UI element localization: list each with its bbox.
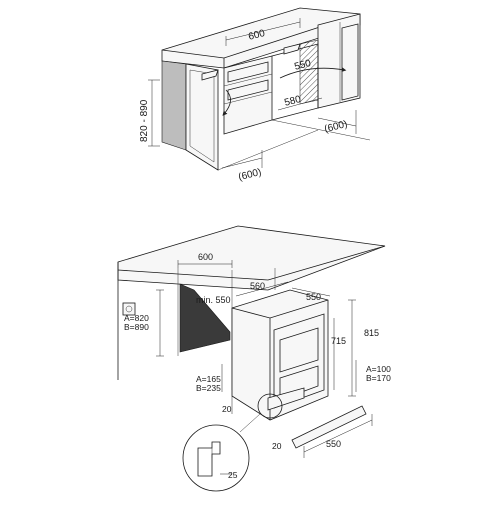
dim-plinth-width-label: 550 bbox=[326, 439, 341, 449]
dim-width-line bbox=[225, 21, 301, 41]
dim-foot-b-label: B=170 bbox=[366, 373, 391, 383]
dim-gap-left-label: 20 bbox=[222, 404, 232, 414]
dim-foot-a-label: A=100 bbox=[366, 364, 391, 374]
dim-depth-left-label: (600) bbox=[237, 167, 262, 183]
dim-detail-gap-label: 25 bbox=[228, 470, 238, 480]
dim-width-label: 600 bbox=[247, 28, 266, 43]
dim-height-815-label: 815 bbox=[364, 328, 379, 338]
plinth-panel bbox=[291, 405, 367, 449]
dim-appliance-width-label: 550 bbox=[306, 292, 321, 302]
hinge-bracket-right bbox=[283, 43, 301, 55]
detail-magnifier bbox=[182, 424, 250, 492]
dim-min-depth-label: min. 550 bbox=[196, 295, 231, 305]
door-swing-arrow-left bbox=[222, 89, 231, 116]
callout-marker bbox=[257, 393, 283, 419]
dim-niche-height-b-label: B=890 bbox=[124, 322, 149, 332]
niche-side-wall bbox=[179, 283, 231, 353]
dim-depth-mid-label: 580 bbox=[283, 94, 302, 109]
niche-back bbox=[299, 39, 319, 105]
kitchen-run-view: 600 550 580 820 - 890 (600) (600) bbox=[139, 7, 371, 183]
left-side-panel bbox=[161, 60, 187, 151]
dim-appliance-depth-label: 560 bbox=[250, 281, 265, 291]
dim-niche-width-label: 600 bbox=[198, 252, 213, 262]
appliance-drawer bbox=[279, 327, 319, 373]
dim-plinth-b-label: B=235 bbox=[196, 383, 221, 393]
dim-gap-bottom-label: 20 bbox=[272, 441, 282, 451]
dim-height-715-label: 715 bbox=[331, 336, 346, 346]
dim-depth-right-label: (600) bbox=[323, 119, 348, 135]
front-grille bbox=[267, 387, 305, 411]
dim-height-label: 820 - 890 bbox=[139, 99, 150, 142]
hinge-bracket-left bbox=[201, 69, 219, 81]
dim-door-arc-label: 550 bbox=[293, 58, 312, 73]
dim-niche-height-a-label: A=820 bbox=[124, 313, 149, 323]
dim-plinth-a-label: A=165 bbox=[196, 374, 221, 384]
wall-socket bbox=[122, 302, 136, 316]
installation-detail-view: 600 min. 550 560 550 815 715 A=820 B=890… bbox=[117, 225, 391, 492]
profile-section bbox=[197, 441, 221, 477]
door-swing-arrow-right bbox=[279, 67, 347, 79]
